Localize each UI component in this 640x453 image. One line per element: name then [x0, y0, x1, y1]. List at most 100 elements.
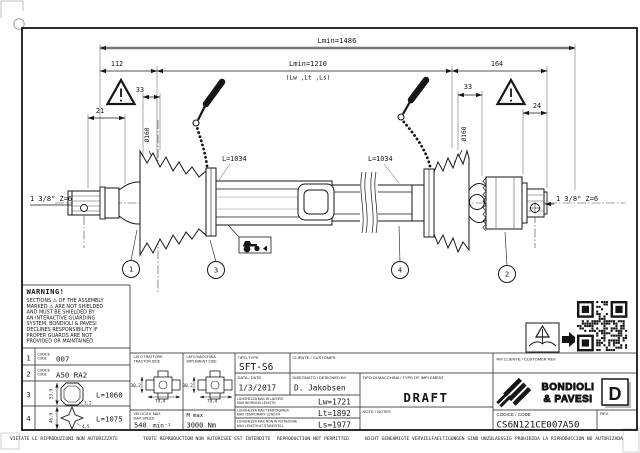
part-row-4-dim-height: 46,9: [49, 412, 54, 423]
implement-journal-width: 79,4: [207, 399, 218, 405]
dim-working-length: Lmin=1210: [289, 60, 327, 68]
max-speed-unit: min⁻¹: [153, 423, 171, 430]
logo-name-line1: BONDIOLI: [542, 382, 595, 393]
callout-2: 2: [505, 270, 509, 279]
length-1-label-it: LUNGHEZZA MAX IN LAVORO: [237, 397, 284, 401]
part-row-2-no: 2: [26, 370, 30, 379]
tube-label-leaders: [218, 163, 400, 184]
code-label-en-1: CODE: [38, 356, 47, 360]
code-label-it-2: CODICE: [38, 369, 50, 373]
part-row-4-dim-wall: 4,5: [82, 424, 90, 429]
callout-3: 3: [214, 266, 218, 275]
footer-en: REPRODUCTION NOT PERMITTED: [277, 436, 349, 442]
warning-line-8: PROVIDED OR MAINTAINED.: [27, 339, 95, 345]
warning-line-7: PROPER GUARDS ARE NOT: [27, 333, 93, 339]
footer-it: VIETATE LE RIPRODUZIONI NON AUTORIZZATE: [10, 436, 118, 442]
warning-line-2: MARKED ⚠ ARE NOT SHIELDED: [27, 304, 104, 310]
part-row-3-dim-wall: 3,2: [84, 401, 92, 406]
part-row-1-no: 1: [26, 354, 30, 363]
bondioli-pavesi-logo: BONDIOLI & PAVESI D: [496, 377, 631, 408]
code-label: CODICE / CODE: [497, 412, 531, 417]
dim-overall-length: Lmin=1486: [318, 36, 357, 45]
outer-tube-profile-drawing: [55, 382, 84, 406]
manual-qr-block: [525, 299, 630, 354]
length-1-label-en: MAX WORKING LENGTH: [237, 401, 276, 405]
logo-diamond-stripes-icon: [503, 377, 532, 406]
dim-left-yoke: 112: [111, 60, 123, 68]
warning-block: WARNING! SECTIONS ⚠ OF THE ASSEMBLY MARK…: [27, 287, 104, 345]
part-row-4-value: L=1075: [96, 415, 123, 424]
max-speed-label-it: VELOCITA' MAX: [134, 412, 162, 416]
drawing-frame: [21, 27, 638, 431]
manual-book-icon: [525, 322, 560, 353]
notes-label: NOTE / NOTES: [363, 409, 392, 414]
left-spline-stub: [67, 186, 106, 220]
warning-line-5: SYSTEM. BONDIOLI & PAVESI: [27, 321, 97, 327]
label-tube-inner: L=1034: [368, 155, 393, 163]
designer-label: DISEGNATO / DESIGNED BY: [293, 375, 347, 380]
ratings-cells: VELOCITA' MAX MAX SPEED 540 min⁻¹ M max …: [134, 412, 217, 430]
warning-line-1: SECTIONS ⚠ OF THE ASSEMBLY: [27, 298, 104, 304]
left-guard-cone: [139, 149, 207, 257]
implement-side-label-it: LATO MACCHINA: [187, 355, 217, 359]
dim-right-yoke: 164: [491, 60, 503, 68]
left-guard-collar: [205, 167, 217, 237]
torque-limiter: [482, 176, 528, 232]
tractor-icon: [243, 245, 251, 253]
journal-cells: LATO TRATTORE TRACTOR SIDE LATO MACCHINA…: [131, 355, 233, 405]
callout-4: 4: [398, 266, 402, 275]
implement-side-label-en: IMPLEMENT SIDE: [187, 360, 218, 364]
qr-modules: [577, 301, 628, 352]
callouts: [122, 225, 516, 283]
logo-d-mark-icon: D: [601, 378, 631, 408]
right-guard-collar: [411, 168, 435, 238]
designer-value: D. Jakobsen: [294, 384, 346, 393]
tractor-journal-width: 79,4: [155, 399, 166, 405]
length-1-value: Lw=1721: [318, 398, 351, 407]
logo-name-line2: & PAVESI: [543, 394, 592, 405]
max-torque-label: M max: [187, 413, 204, 419]
max-speed-label-en: MAX SPEED: [134, 417, 155, 421]
tractor-side-label-en: TRACTOR SIDE: [134, 360, 161, 364]
rev-label: REV.: [600, 411, 609, 416]
label-spline-left: 1 3/8" Z=6: [30, 195, 72, 203]
length-3-label-en: MAX LENGTH AT STANDSTILL: [237, 424, 284, 428]
info-cells: TIPO-TYPE SFT-S6 CLIENTE / CUSTOMER DATA…: [237, 355, 609, 431]
part-row-3-no: 3: [26, 390, 30, 399]
right-spline-stub: [526, 188, 548, 218]
title-block-grid: [22, 284, 637, 430]
label-tube-outer: L=1034: [222, 155, 247, 163]
implement-type-value: DRAFT: [403, 390, 448, 405]
code-value: CS6N121CE007A50: [497, 420, 580, 431]
punch-hole: [13, 18, 25, 30]
implement-journal-diameter: 30,2: [183, 383, 194, 389]
length-3-value: Ls=1977: [318, 421, 351, 430]
drive-shaft-drawing: [67, 76, 548, 257]
dim-guard-overlap-left: 33: [136, 86, 144, 94]
implement-type-label: TIPO DI MACCHINA / TYPE OF IMPLEMENT: [363, 375, 445, 380]
tube-profile-symbol: [297, 183, 335, 221]
left-restraint-chain: [192, 78, 226, 168]
dim-guard-overlap-right: 33: [464, 83, 472, 91]
type-label: TIPO-TYPE: [238, 355, 259, 360]
right-restraint-chain: [397, 76, 432, 168]
tractor-side-label-it: LATO TRATTORE: [134, 355, 164, 359]
right-guard-cone: [433, 149, 470, 254]
dim-end-left: 21: [96, 107, 104, 115]
length-2-label-en: MAX TEMPORARY LENGTH: [237, 413, 281, 417]
dim-end-right: 24: [533, 102, 541, 110]
length-2-value: Lt=1892: [318, 409, 351, 418]
part-row-2-value: A50 RA2: [56, 371, 87, 380]
date-label: DATA / DATE: [238, 375, 262, 380]
dim-working-length-sub: (Lw ,Lt ,Ls): [286, 75, 331, 82]
warning-line-3: AND MUST BE SHIELDED BY: [27, 310, 95, 316]
cross-journal-drawing-implement: [192, 370, 233, 400]
footer-strip: VIETATE LE RIPRODUZIONI NON AUTORIZZATE …: [10, 436, 623, 442]
decal-arrow-icon: [263, 245, 267, 252]
length-2-label-it: LUNGHEZZA MAX TEMPORANEA: [237, 409, 290, 413]
code-label-it-1: CODICE: [38, 353, 50, 357]
dim-guard-diameter-left: Ø160: [143, 127, 151, 142]
warning-title: WARNING!: [27, 287, 65, 296]
